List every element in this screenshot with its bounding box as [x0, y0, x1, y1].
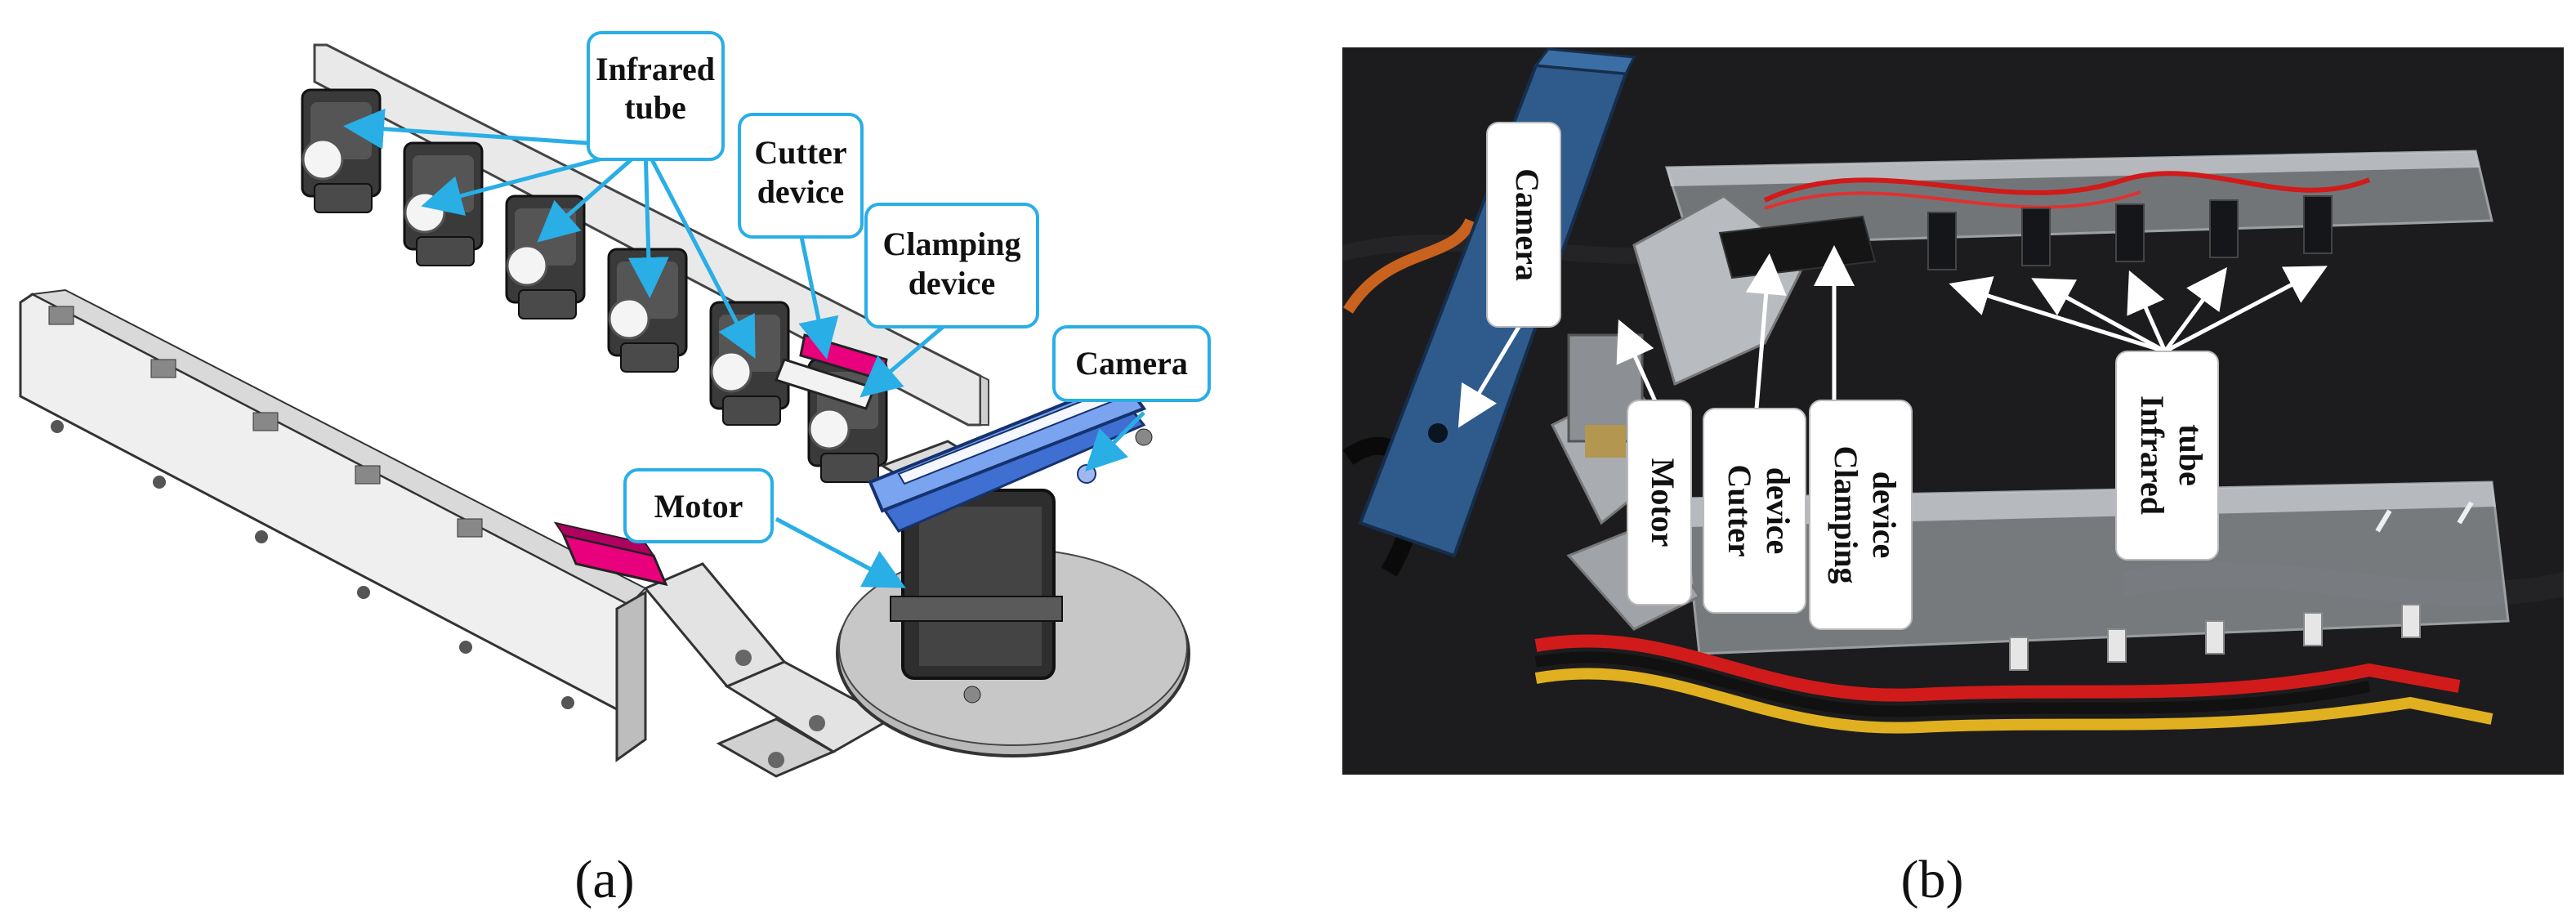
caption-b: (b) [1901, 850, 1964, 909]
label-a-infrared-tube-line2: tube [624, 89, 686, 126]
label-a-camera: Camera [1052, 325, 1211, 402]
label-a-clamping-line2: device [909, 265, 996, 302]
label-b-infrared-tube: Infrared tube [2115, 351, 2219, 561]
label-a-cutter-line1: Cutter [754, 134, 846, 171]
label-b-camera-text: Camera [1509, 168, 1546, 281]
label-a-cutter-line2: device [757, 173, 845, 210]
label-b-cutter-device: Cutter device [1703, 408, 1806, 614]
camera-cad [868, 378, 1153, 533]
label-b-clamping-line1: Clamping [1828, 446, 1864, 584]
label-a-infrared-tube-line1: Infrared [596, 51, 715, 87]
label-a-motor-text: Motor [654, 488, 743, 525]
label-b-cutter-line1: Cutter [1721, 464, 1758, 556]
label-b-infrared-line2: tube [2172, 424, 2209, 486]
label-b-cutter-line2: device [1760, 467, 1797, 555]
label-b-infrared-line1: Infrared [2134, 395, 2171, 515]
label-a-camera-text: Camera [1075, 345, 1188, 382]
label-a-infrared-tube: Infrared tube [587, 31, 725, 161]
front-rail-cad [19, 288, 647, 762]
label-b-motor: Motor [1627, 400, 1692, 605]
panel-b-callout-lines [1458, 245, 2328, 428]
label-b-camera: Camera [1486, 122, 1561, 328]
cutter-blade-cad [775, 358, 876, 410]
label-a-cutter-device: Cutter device [738, 113, 864, 239]
label-b-motor-text: Motor [1645, 458, 1681, 547]
label-a-motor: Motor [623, 468, 774, 543]
caption-a: (a) [574, 850, 634, 909]
label-a-clamping-device: Clamping device [864, 203, 1039, 328]
label-b-clamping-line2: device [1866, 471, 1903, 559]
label-b-clamping-device: Clamping device [1809, 400, 1913, 630]
label-a-clamping-line1: Clamping [883, 226, 1021, 262]
motor-cad [890, 489, 1063, 704]
